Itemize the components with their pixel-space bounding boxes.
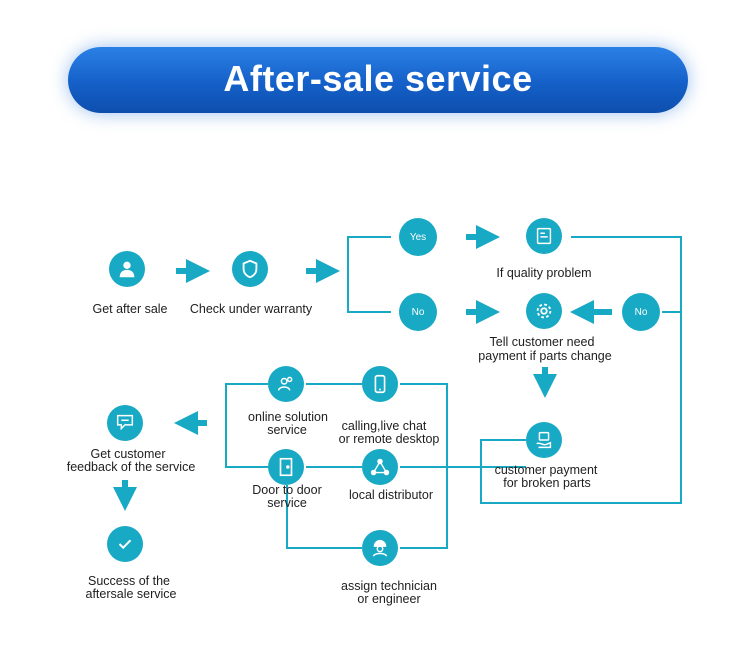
label-customer-payment-2: for broken parts [503, 476, 591, 490]
label-technician-2: or engineer [357, 592, 421, 606]
document-icon [526, 218, 562, 254]
decision-bracket [347, 236, 391, 313]
label-local-distributor: local distributor [348, 488, 434, 502]
phone-icon [362, 366, 398, 402]
label-door-2: service [267, 496, 307, 510]
yes-decision: Yes [399, 218, 437, 256]
label-door-1: Door to door [252, 483, 322, 497]
door-icon [268, 449, 304, 485]
label-online-2: service [267, 423, 307, 437]
service-left-bracket [225, 383, 268, 468]
gear-icon [526, 293, 562, 329]
label-feedback-2: feedback of the service [66, 460, 196, 474]
label-tell-customer-1: Tell customer need [489, 335, 595, 349]
label-technician-1: assign technician [341, 579, 437, 593]
label-tell-customer-2: payment if parts change [478, 349, 612, 363]
no-decision-right: No [622, 293, 660, 331]
label-online-1: online solution [248, 410, 328, 424]
engineer-icon [362, 530, 398, 566]
label-success-2: aftersale service [85, 587, 177, 601]
quality-loop-line [480, 236, 682, 504]
check-icon [107, 526, 143, 562]
label-calling-2: or remote desktop [338, 432, 440, 446]
label-calling-1: calling,live chat [341, 419, 427, 433]
label-customer-payment-1: customer payment [494, 463, 598, 477]
users-icon [268, 366, 304, 402]
person-icon [109, 251, 145, 287]
label-quality-problem: If quality problem [496, 266, 592, 280]
technician-to-door-line [286, 485, 362, 549]
chat-icon [107, 405, 143, 441]
label-feedback-1: Get customer [90, 447, 166, 461]
no-decision: No [399, 293, 437, 331]
payment-icon [526, 422, 562, 458]
label-get-after-sale: Get after sale [92, 302, 168, 316]
network-icon [362, 449, 398, 485]
page-title: After-sale service [223, 58, 533, 99]
label-success-1: Success of the [88, 574, 170, 588]
label-check-warranty: Check under warranty [189, 302, 313, 316]
shield-icon [232, 251, 268, 287]
title-banner: After-sale service [68, 47, 688, 113]
